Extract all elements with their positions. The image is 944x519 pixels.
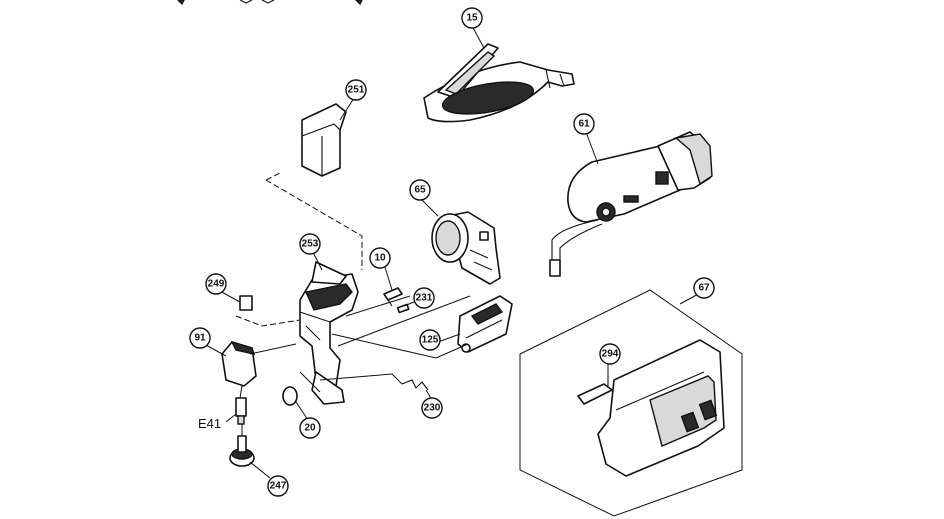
callout-294: 294 [599,343,621,365]
callout-247: 247 [267,475,289,497]
callout-231-text: 231 [416,293,433,304]
callout-65: 65 [409,179,431,201]
callout-294-text: 294 [602,349,619,360]
hand-strap [423,43,575,123]
callout-230: 230 [421,397,443,419]
cropped-top-marks [177,0,363,6]
callout-251-text: 251 [348,85,365,96]
label-e41: E41 [198,416,221,431]
callout-247-text: 247 [270,481,287,492]
callout-15: 15 [461,7,483,29]
callout-231: 231 [413,287,435,309]
callout-20: 20 [299,417,321,439]
callout-10-text: 10 [374,253,386,264]
callout-253-text: 253 [302,239,319,250]
callout-67-text: 67 [698,283,710,294]
callout-91-text: 91 [194,333,206,344]
switch-body [299,261,359,405]
speaker-bracket [431,211,501,285]
callout-249-text: 249 [208,279,225,290]
callout-230-text: 230 [424,403,441,414]
washer [282,386,298,406]
rotary-knob [229,435,255,467]
callout-61-text: 61 [578,119,590,130]
callout-253: 253 [299,233,321,255]
callout-67: 67 [693,277,715,299]
contact-clip [383,287,403,307]
small-pin [396,303,410,314]
switch-unit [457,295,513,353]
callout-125: 125 [419,329,441,351]
callout-91: 91 [189,327,211,349]
callout-249: 249 [205,273,227,295]
connector-plug [235,397,247,425]
callout-10: 10 [369,247,391,269]
callout-125-text: 125 [422,335,439,346]
callout-65-text: 65 [414,185,426,196]
callout-15-text: 15 [466,13,478,24]
callout-61: 61 [573,113,595,135]
label-plate [239,295,253,311]
callout-251: 251 [345,79,367,101]
side-panel-group [519,289,743,517]
callout-20-text: 20 [304,423,316,434]
viewfinder-assembly [549,131,713,277]
spring [401,379,429,391]
top-cover [301,103,347,177]
button-cap [221,340,257,387]
assembly-lines [235,171,471,436]
